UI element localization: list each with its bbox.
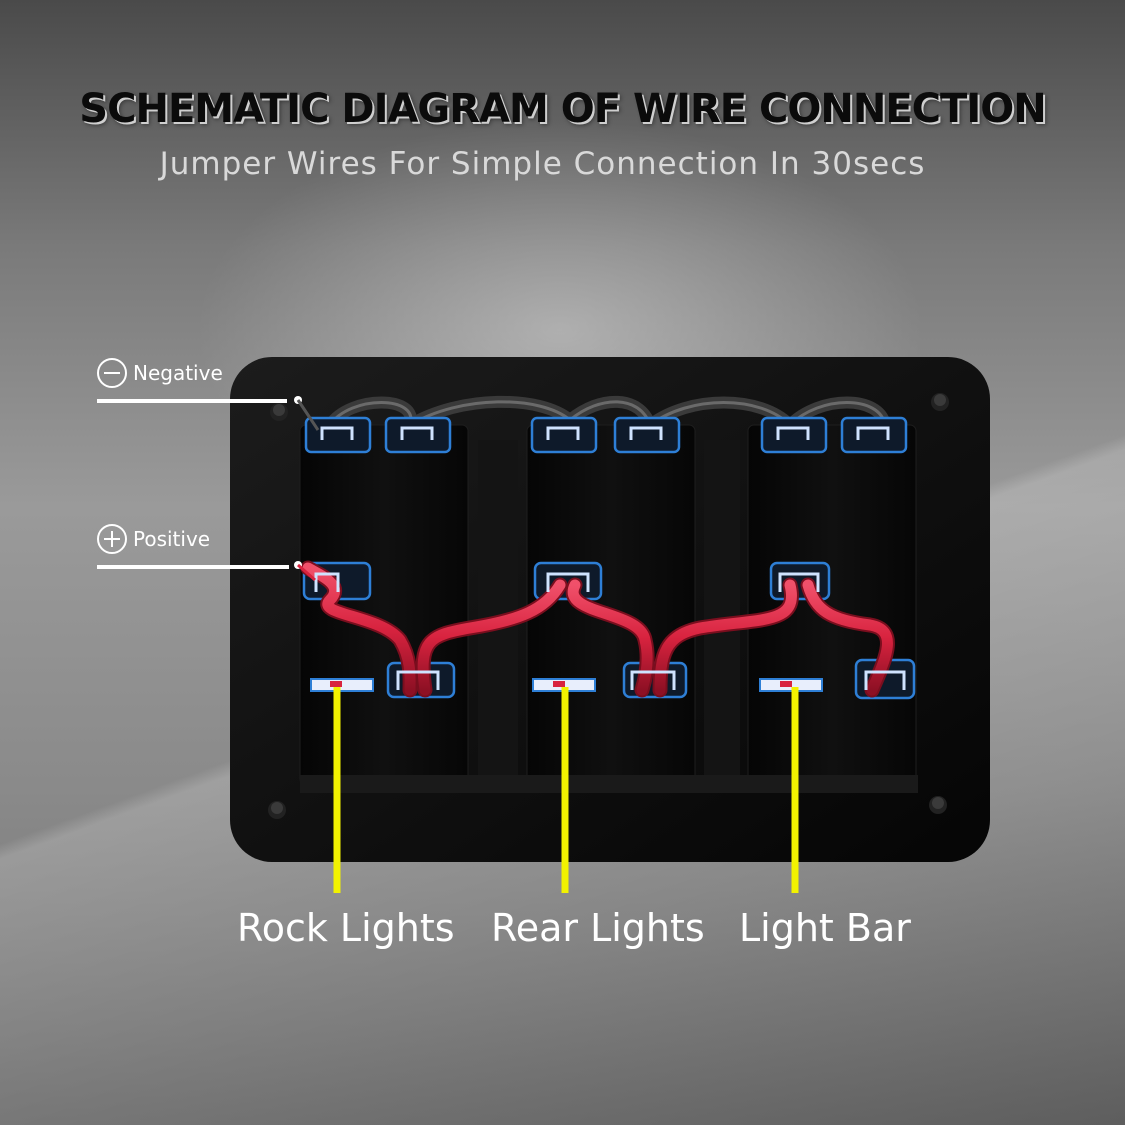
positive-leader-line: [97, 565, 289, 569]
positive-jumper-wire: [300, 560, 895, 698]
legend-negative: Negative: [97, 358, 223, 388]
legend-positive: Positive: [97, 524, 210, 554]
screw-bottom-right: [929, 796, 947, 814]
positive-lead-wire: [297, 563, 316, 582]
legend-positive-label: Positive: [133, 527, 211, 551]
negative-lead-wire: [296, 399, 320, 431]
output-terminal-tabs: [310, 678, 823, 692]
plus-circle-icon: [97, 524, 127, 554]
screw-bottom-left: [268, 801, 286, 819]
output-label-rock-lights: Rock Lights: [237, 906, 455, 950]
negative-leader-line: [97, 399, 287, 403]
positive-terminal-tabs: [314, 572, 906, 690]
legend-negative-label: Negative: [133, 361, 223, 385]
panel-base-strip: [300, 775, 918, 793]
negative-terminal-tabs: [320, 426, 890, 440]
output-label-rear-lights: Rear Lights: [491, 906, 705, 950]
page-title: SCHEMATIC DIAGRAM OF WIRE CONNECTION: [79, 86, 1046, 132]
screw-top-left: [270, 403, 288, 421]
switch-divider-1: [478, 440, 518, 780]
page-subtitle: Jumper Wires For Simple Connection In 30…: [159, 146, 926, 182]
minus-circle-icon: [97, 358, 127, 388]
switch-divider-2: [704, 440, 740, 780]
output-label-light-bar: Light Bar: [739, 906, 911, 950]
screw-top-right: [931, 393, 949, 411]
switch-body-3: [747, 424, 917, 786]
